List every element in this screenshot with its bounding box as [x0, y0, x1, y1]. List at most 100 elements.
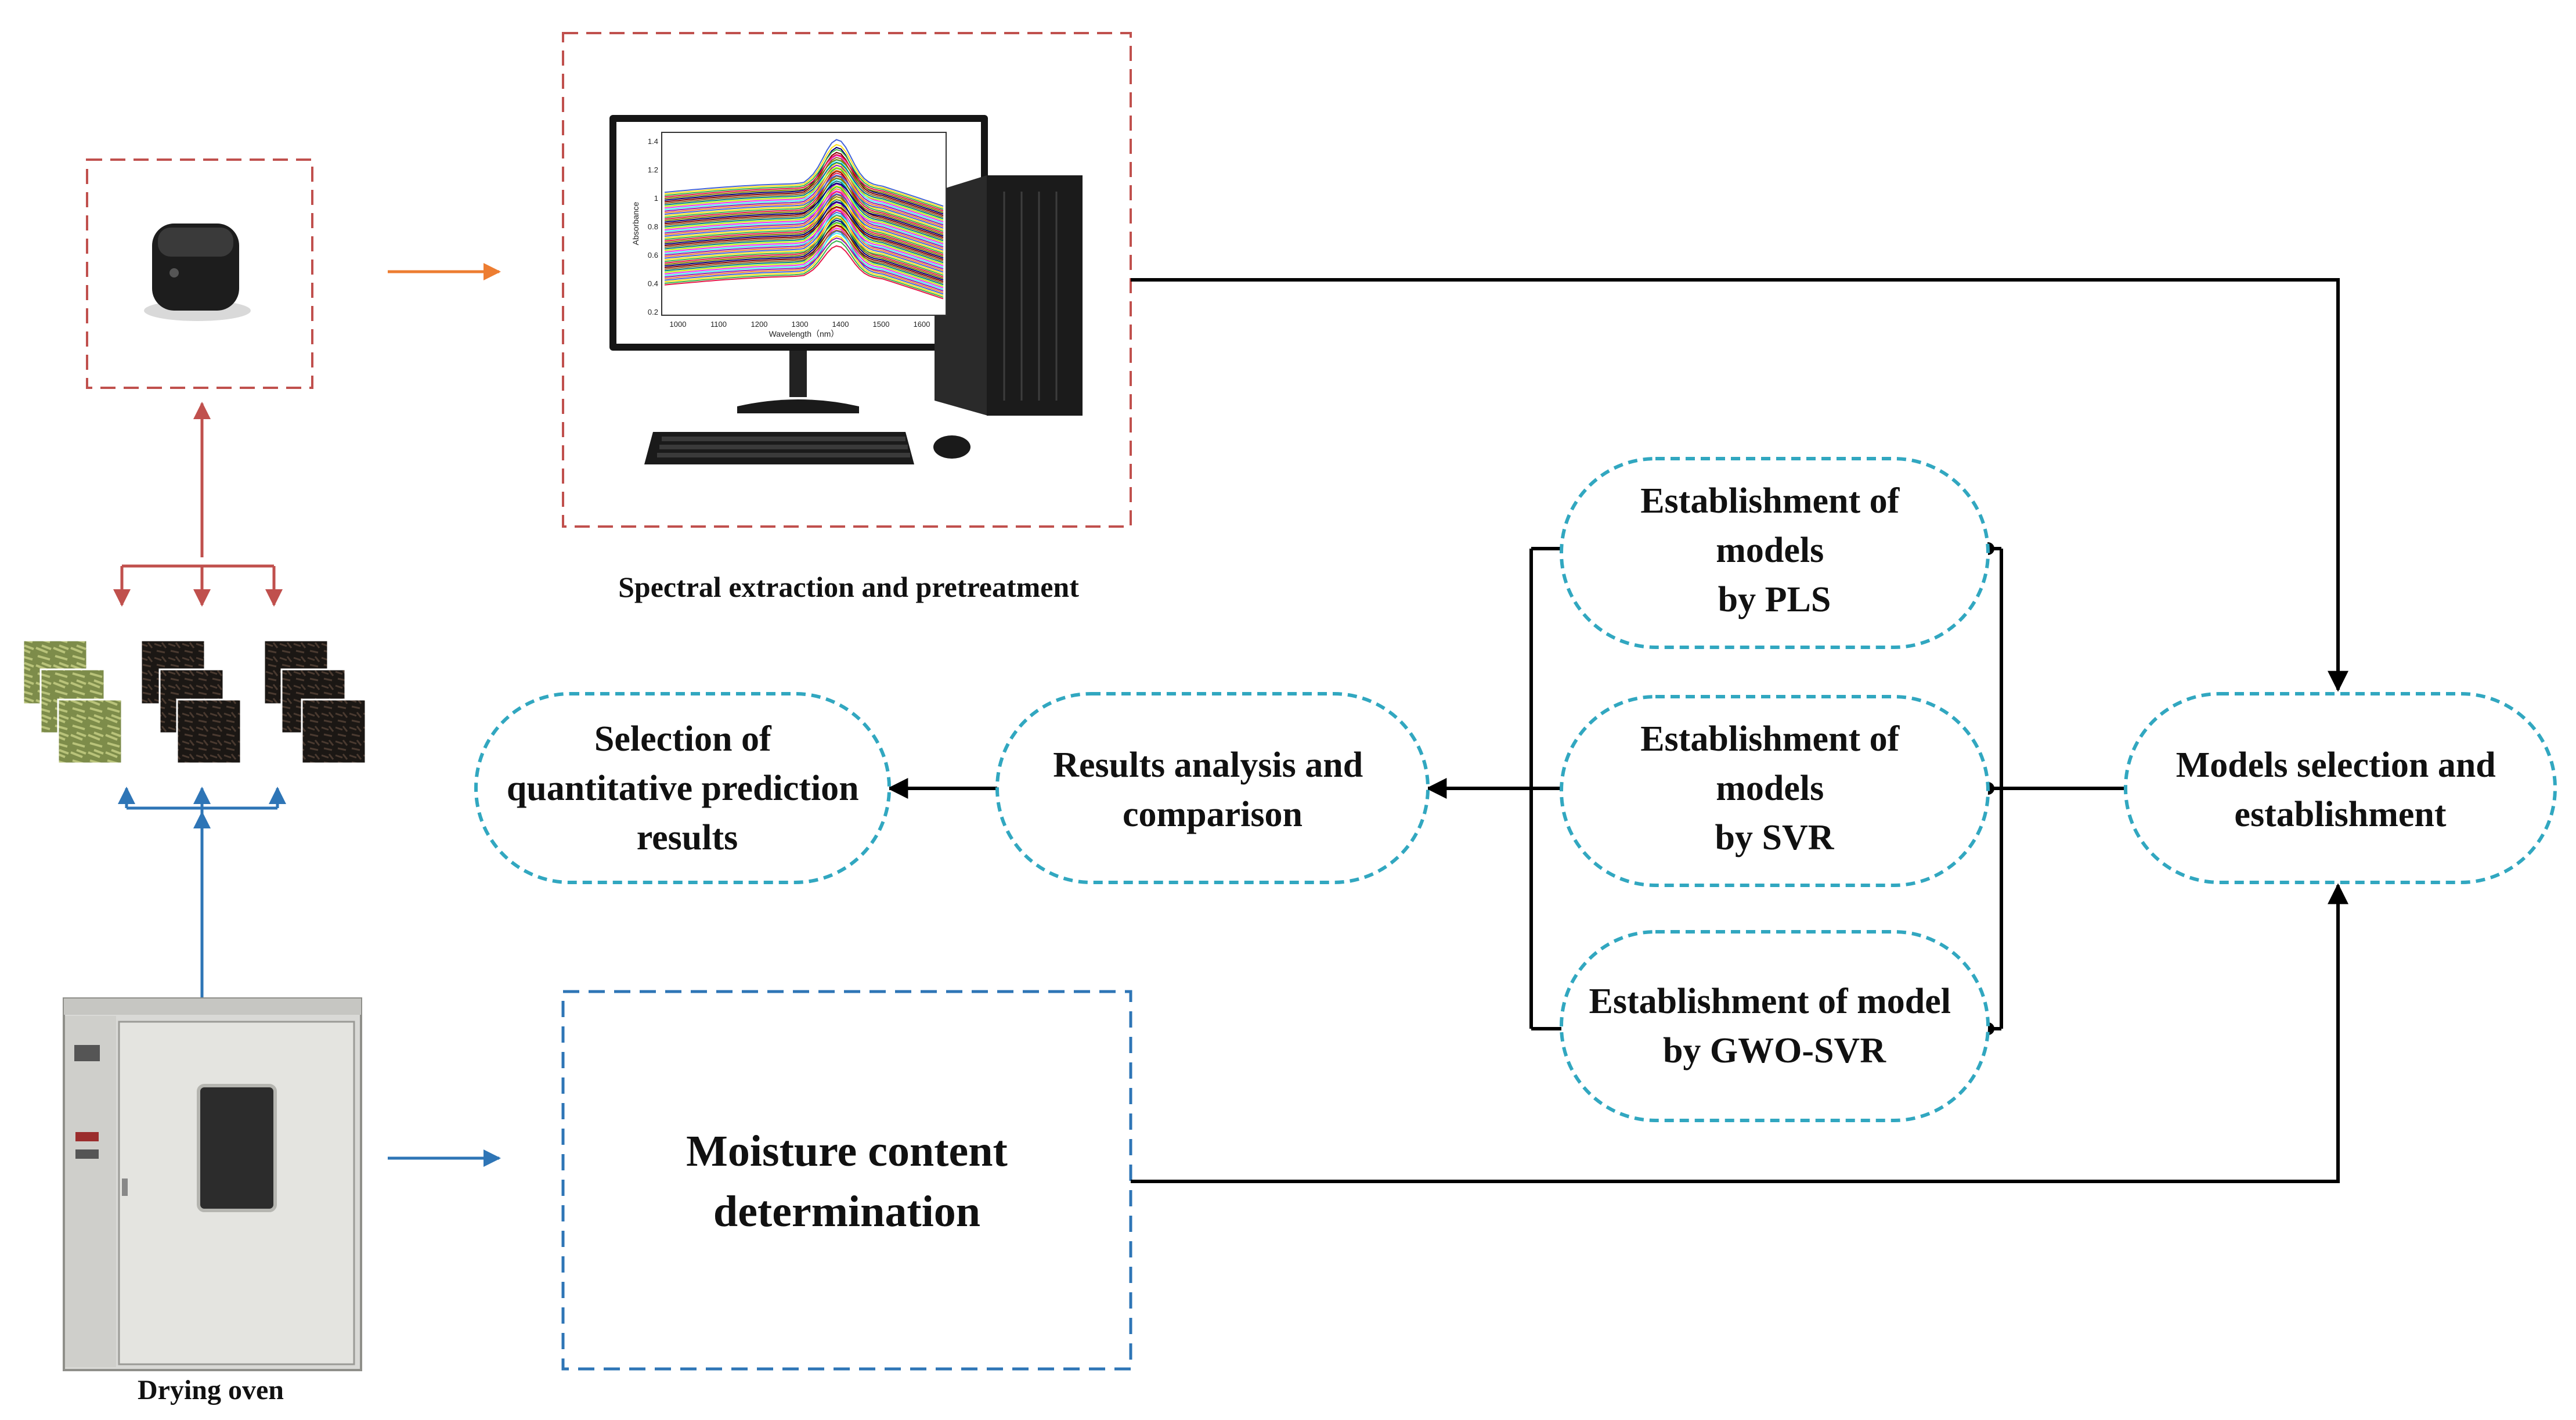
- spectrum-curve: [664, 245, 944, 300]
- spectrum-x-tick: 1500: [873, 320, 890, 329]
- spectrum-curve: [664, 183, 944, 248]
- spectrum-curve: [664, 219, 944, 281]
- svg-text:Results analysis and com: Results analysis and comparison: [1053, 745, 1372, 834]
- tea-sample-images-icon: [22, 639, 367, 765]
- spectrum-curve: [664, 207, 944, 271]
- blue-connector: [118, 787, 286, 999]
- spectrum-y-tick: 0.6: [648, 251, 658, 260]
- svg-text:Models selection and est: Models selection and establishment: [2176, 745, 2505, 834]
- spectrum-curve: [664, 235, 944, 297]
- spectral-caption: Spectral extraction and pretreatment: [618, 571, 1079, 603]
- spectrum-curve: [664, 222, 944, 287]
- node-pls: Establishment of models by PLS: [1560, 457, 1990, 649]
- spectrum-curve: [664, 217, 944, 286]
- node-svr: Establishment of models by SVR: [1560, 695, 1990, 887]
- node-svr-line3: by SVR: [1715, 818, 1834, 857]
- moisture-label-line2: determination: [713, 1187, 980, 1236]
- node-models-selection-line2: establishment: [2234, 795, 2446, 834]
- spectrum-curve: [664, 240, 944, 298]
- spectrum-curve: [664, 217, 944, 275]
- spectrum-curve: [664, 180, 944, 242]
- node-selection-results-line1: Selection of: [594, 719, 772, 759]
- spectrum-y-tick: 0.4: [648, 279, 658, 288]
- spectrum-curve: [664, 178, 944, 246]
- spectrum-curve: [664, 177, 944, 235]
- spectrum-curve: [664, 175, 944, 240]
- spectrum-curve: [664, 229, 944, 284]
- spectrum-curve: [664, 199, 944, 264]
- spectrum-curve: [664, 191, 944, 255]
- drying-oven-caption: Drying oven: [138, 1375, 284, 1405]
- spectrum-curve: [664, 221, 944, 276]
- spectrum-y-tick: 0.2: [648, 308, 658, 316]
- spectrum-curve: [664, 158, 944, 213]
- spectrum-curve: [664, 237, 944, 292]
- spectrum-curve: [664, 146, 944, 215]
- spectrum-curve: [664, 157, 944, 218]
- spectrum-curve: [664, 186, 944, 254]
- red-connector: [113, 402, 283, 607]
- spectrum-x-tick: 1600: [914, 320, 930, 329]
- spectrum-curve: [664, 224, 944, 282]
- node-gwo-line2: by GWO-SVR: [1663, 1031, 1886, 1071]
- spectrum-ylabel: Absorbance: [631, 201, 640, 245]
- spectrum-curve: [664, 211, 944, 273]
- spectrum-y-tick: 1.4: [648, 137, 658, 146]
- svg-text:Establishment of model b: Establishment of model by GWO-SVR: [1589, 982, 1960, 1071]
- spectrum-curve: [664, 167, 944, 232]
- spectrum-curve: [664, 149, 944, 210]
- node-selection-results-line3: results: [637, 818, 738, 857]
- svg-text:Establishment of models: Establishment of models by SVR: [1640, 719, 1908, 857]
- spectrum-curve: [664, 188, 944, 250]
- spectrum-x-tick: 1100: [710, 320, 727, 329]
- spectrum-curve: [664, 208, 944, 266]
- spectrum-curve: [664, 185, 944, 243]
- spectrum-x-tick: 1200: [751, 320, 768, 329]
- spectrum-curve: [664, 152, 944, 217]
- moisture-box: [561, 990, 1132, 1371]
- spectrum-curve: [664, 193, 944, 262]
- spectrum-curve: [664, 201, 944, 270]
- spectrum-curve: [664, 190, 944, 244]
- spectrum-xlabel: Wavelength（nm）: [769, 329, 839, 338]
- node-results-analysis: Results analysis and comparison: [995, 692, 1430, 884]
- spectrum-y-tick: 0.8: [648, 222, 658, 231]
- black-connectors: [887, 278, 2348, 1183]
- spectrum-curve: [664, 214, 944, 268]
- spectrum-curve: [664, 162, 944, 230]
- spectrum-curve: [664, 170, 944, 228]
- spectrum-curve: [664, 232, 944, 290]
- spectrum-curve: [664, 214, 944, 279]
- spectrum-y-tick: 1.2: [648, 165, 658, 174]
- node-svr-line2: models: [1716, 769, 1824, 808]
- node-selection-results-line2: quantitative prediction: [507, 769, 859, 808]
- spectrum-curve: [664, 174, 944, 229]
- node-gwo-svr: Establishment of model by GWO-SVR: [1560, 930, 1990, 1122]
- spectrum-curve: [664, 154, 944, 212]
- spectrum-curve: [664, 172, 944, 234]
- spectrum-curve: [664, 164, 944, 226]
- node-results-analysis-line1: Results analysis and: [1053, 745, 1363, 785]
- drying-oven-icon: [63, 997, 362, 1371]
- spectrum-x-tick: 1300: [792, 320, 809, 329]
- node-svr-line1: Establishment of: [1640, 719, 1900, 759]
- spectrum-curve: [664, 230, 944, 295]
- spectrum-plot: Absorbance Wavelength（nm） 1000 1100 1200…: [631, 132, 947, 338]
- spectrum-curve: [664, 204, 944, 265]
- node-pls-line2: models: [1716, 531, 1824, 570]
- spectrum-curve: [664, 154, 944, 223]
- node-pls-line3: by PLS: [1718, 580, 1831, 619]
- spectrum-y-tick: 1: [654, 194, 658, 203]
- nir-spectrometer-icon: [144, 224, 251, 321]
- nir-device-frame: [86, 158, 313, 389]
- spectrum-x-tick: 1400: [832, 320, 849, 329]
- svg-text:Selection of quantitativ: Selection of quantitative prediction res…: [507, 719, 868, 857]
- node-gwo-line1: Establishment of model: [1589, 982, 1951, 1021]
- spectrum-curve: [664, 196, 944, 257]
- spectrum-curve: [664, 182, 944, 237]
- spectrum-curve: [664, 167, 944, 221]
- spectrum-curve: [664, 201, 944, 259]
- spectrum-curve: [664, 225, 944, 293]
- moisture-label-line1: Moisture content: [686, 1127, 1008, 1176]
